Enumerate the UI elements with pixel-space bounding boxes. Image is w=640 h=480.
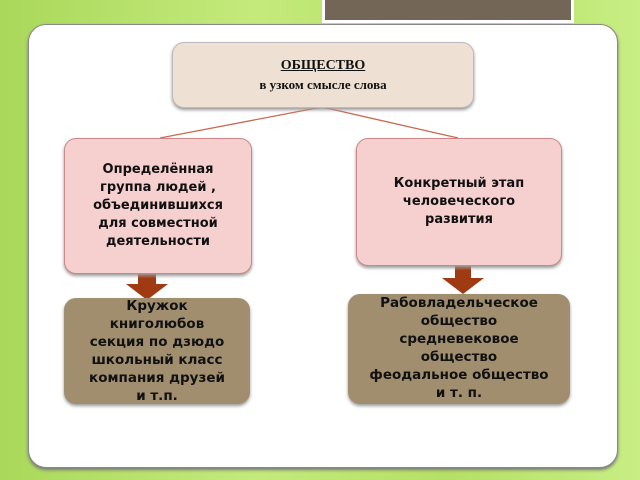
text-line: средневековое xyxy=(399,331,519,347)
left-examples-box: Кружок книголюбов секция по дзюдо школьн… xyxy=(64,298,250,404)
text-line: школьный класс xyxy=(91,352,223,368)
root-subtitle: в узком смысле слова xyxy=(259,76,387,92)
text-line: и т.п. xyxy=(136,388,178,404)
slide-title-placeholder xyxy=(322,0,574,23)
text-line: и т. п. xyxy=(435,385,483,401)
text-line: для совместной xyxy=(98,216,218,231)
text-line: человеческого xyxy=(402,194,516,209)
text-line: общество xyxy=(420,313,498,329)
left-definition-box: Определённая группа людей , объединивших… xyxy=(64,138,252,274)
text-line: Кружок xyxy=(126,298,188,314)
right-examples-box: Рабовладельческое общество средневековое… xyxy=(348,294,570,404)
text-line: секция по дзюдо xyxy=(89,334,225,350)
text-line: компания друзей xyxy=(89,370,225,386)
right-definition-box: Конкретный этап человеческого развития xyxy=(356,138,562,266)
text-line: объединившихся xyxy=(93,198,223,213)
text-line: Конкретный этап xyxy=(393,176,525,191)
root-title: ОБЩЕСТВО xyxy=(280,57,366,73)
arrow-down-right xyxy=(442,266,484,294)
text-line: Рабовладельческое xyxy=(380,295,538,311)
text-line: развития xyxy=(425,212,493,227)
text-line: деятельности xyxy=(105,234,211,249)
text-line: группа людей , xyxy=(100,180,216,195)
connector-right xyxy=(321,106,459,139)
root-concept-box: ОБЩЕСТВО в узком смысле слова xyxy=(172,42,474,108)
text-line: общество xyxy=(420,349,498,365)
text-line: книголюбов xyxy=(109,316,205,332)
connector-left xyxy=(159,106,323,139)
arrow-down-left xyxy=(126,274,168,300)
text-line: Определённая xyxy=(102,162,214,177)
text-line: феодальное общество xyxy=(369,367,549,383)
